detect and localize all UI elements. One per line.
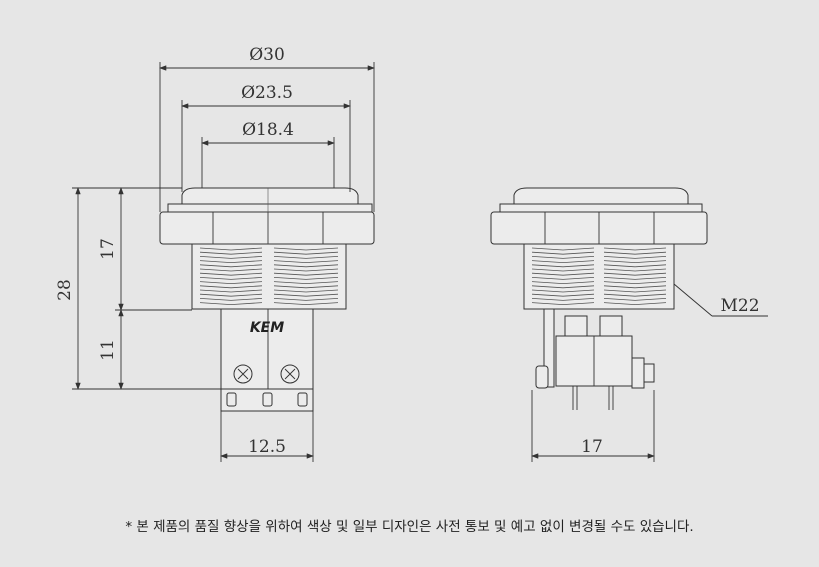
side-screw-head [643,363,655,383]
thread-line [603,302,667,306]
thread-line [199,298,263,301]
thread-line [199,293,263,297]
thread-line [603,285,667,289]
terminal-lug [262,392,273,407]
thread-line [531,302,595,306]
thread-line [273,298,339,301]
thread-line [603,277,667,280]
side-bezel [499,203,703,213]
side-bracket-foot [535,365,549,389]
thread-line [273,302,339,306]
thread-line [531,277,595,280]
thread-line [603,289,667,293]
dim-d30: Ø30 [249,45,285,65]
front-bezel [167,203,373,213]
side-post [599,315,623,337]
thread-line [199,251,263,255]
thread-line [199,281,263,285]
thread-line [603,268,667,272]
thread-line [531,247,595,251]
thread-line [531,268,595,272]
thread-line [199,277,263,280]
thread-line [531,272,595,276]
dim-side-w17: 17 [581,437,603,457]
thread-line [531,256,595,259]
thread-line [531,289,595,293]
thread-line [273,247,339,251]
front-threaded-body [191,243,347,310]
dim-thread-m22: M22 [720,296,759,316]
thread-line [199,256,263,259]
side-post [564,315,588,337]
thread-line [531,298,595,301]
side-threaded-body [523,243,675,310]
dim-h11: 11 [98,339,118,361]
thread-line [273,277,339,280]
thread-line [199,268,263,272]
thread-line [199,247,263,251]
thread-line [603,247,667,251]
side-threads [531,247,667,306]
dim-h17: 17 [98,238,118,260]
thread-line [199,289,263,293]
brand-logo: KEM [250,320,284,336]
screw-icon [233,364,253,384]
thread-line [199,302,263,306]
thread-line [531,293,595,297]
front-view: KEM [159,187,375,412]
thread-line [603,272,667,276]
thread-line [273,293,339,297]
thread-line [273,281,339,285]
thread-line [273,272,339,276]
dim-h28: 28 [55,279,75,301]
front-button-cap [181,187,359,205]
terminal-lug [297,392,308,407]
thread-line [603,293,667,297]
thread-line [273,251,339,255]
thread-line [199,260,263,264]
thread-line [603,281,667,285]
thread-line [531,251,595,255]
front-hex-nut [159,211,375,245]
dim-d23-5: Ø23.5 [241,83,293,103]
thread-line [273,256,339,259]
disclaimer-note: * 본 제품의 품질 향상을 위하여 색상 및 일부 디자인은 사전 통보 및 … [125,519,694,535]
screw-icon [280,364,300,384]
thread-line [603,256,667,259]
thread-line [531,285,595,289]
thread-line [603,298,667,301]
thread-line [199,285,263,289]
thread-line [531,281,595,285]
thread-line [273,289,339,293]
front-dimensions: Ø30 Ø23.5 Ø18.4 28 17 11 12.5 [55,45,375,462]
side-view [490,187,708,410]
thread-line [531,260,595,264]
thread-line [273,260,339,264]
terminal-lug [226,392,237,407]
thread-line [603,251,667,255]
thread-line [531,264,595,268]
front-threads [199,247,339,306]
thread-line [273,264,339,268]
dim-w12-5: 12.5 [248,437,286,457]
side-bracket [543,308,555,388]
thread-line [199,264,263,268]
thread-line [273,268,339,272]
side-screw [631,357,645,389]
thread-line [273,285,339,289]
dim-d18-4: Ø18.4 [242,120,294,140]
thread-line [199,272,263,276]
side-button-cap [513,187,689,205]
side-dimensions: 17 M22 [531,283,768,462]
thread-line [603,260,667,264]
thread-line [603,264,667,268]
